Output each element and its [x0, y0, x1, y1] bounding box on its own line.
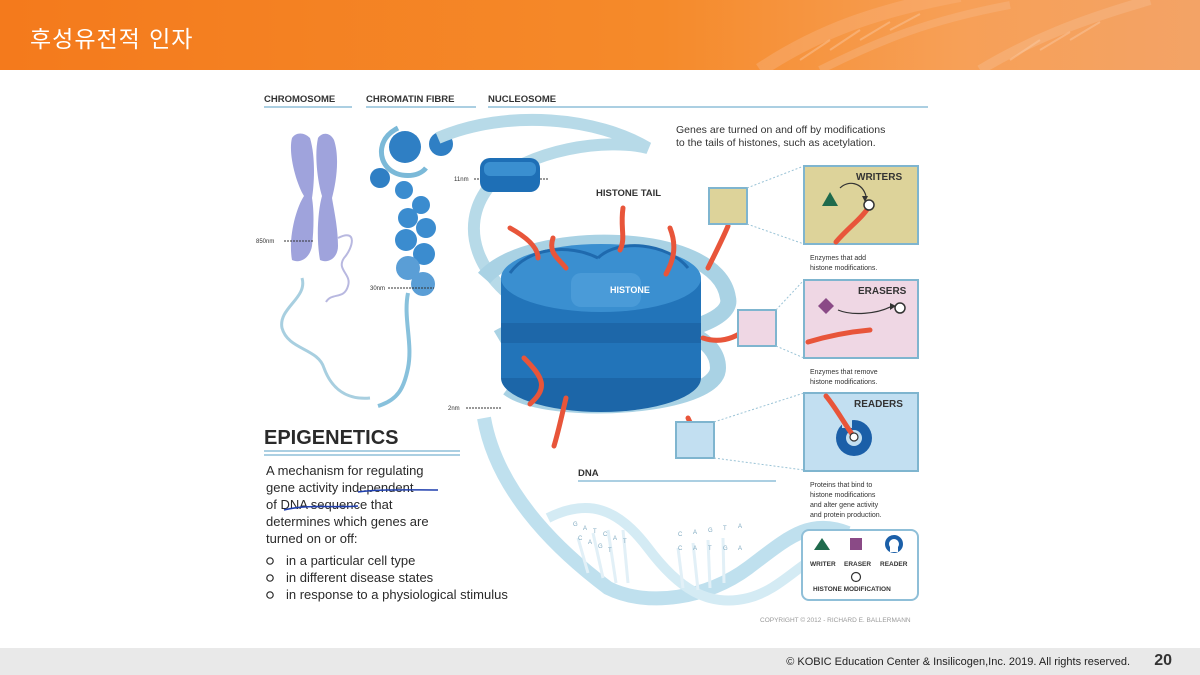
- readers-desc-4: and protein production.: [810, 512, 882, 519]
- scale-850nm: 850nm: [256, 239, 274, 245]
- modification-circle-icon: [863, 199, 875, 211]
- legend-box: WRITER ERASER READER HISTONE MODIFICATIO…: [801, 529, 919, 601]
- svg-text:C: C: [678, 546, 683, 552]
- intro-line-1: Genes are turned on and off by modificat…: [676, 124, 885, 136]
- legend-writer-icon: [814, 538, 830, 550]
- svg-text:G: G: [708, 528, 713, 534]
- eraser-callout-square: [737, 309, 777, 347]
- svg-text:A: A: [738, 524, 742, 530]
- legend-eraser-label: ERASER: [844, 561, 871, 568]
- bullet-icon: [266, 574, 274, 582]
- scale-2nm: 2nm: [448, 406, 460, 412]
- title-bar: 후성유전적 인자: [0, 0, 1200, 70]
- bullet-2: in different disease states: [286, 570, 434, 585]
- handwritten-underline: [357, 489, 439, 493]
- page-title: 후성유전적 인자: [30, 27, 194, 53]
- legend-reader-label: READER: [880, 561, 908, 568]
- legend-writer-label: WRITER: [810, 561, 836, 568]
- epigenetics-line-5: turned on or off:: [266, 531, 358, 546]
- bullet-1: in a particular cell type: [286, 553, 415, 568]
- svg-text:T: T: [593, 529, 597, 535]
- readers-desc-2: histone modifications: [810, 492, 876, 499]
- footer-bar: © KOBIC Education Center & Insilicogen,I…: [0, 648, 1200, 675]
- svg-text:C: C: [578, 536, 583, 542]
- footer-copyright: © KOBIC Education Center & Insilicogen,I…: [786, 656, 1130, 668]
- erasers-desc-1: Enzymes that remove: [810, 369, 878, 376]
- histone-label: HISTONE: [610, 285, 650, 295]
- epigenetics-line-2: gene activity independent: [266, 480, 414, 495]
- header-dna-decoration: [756, 0, 1152, 70]
- svg-text:A: A: [613, 536, 617, 542]
- readers-desc-1: Proteins that bind to: [810, 482, 872, 489]
- chromatin-fibre-illustration: [370, 125, 453, 408]
- erasers-desc-2: histone modifications.: [810, 379, 877, 386]
- dna-double-helix: [477, 416, 851, 606]
- svg-text:A: A: [693, 546, 697, 552]
- svg-text:C: C: [603, 532, 608, 538]
- nucleosome-label: NUCLEOSOME: [488, 94, 556, 105]
- readers-title: READERS: [854, 399, 903, 410]
- svg-text:T: T: [608, 548, 612, 554]
- bullet-icon: [266, 557, 274, 565]
- svg-text:T: T: [623, 539, 627, 545]
- histone-octamer: [501, 244, 701, 412]
- readers-panel: READERS: [803, 392, 919, 472]
- legend-modification-icon: [850, 571, 862, 583]
- svg-text:G: G: [598, 544, 603, 550]
- svg-text:C: C: [678, 532, 683, 538]
- scale-11nm: 11nm: [454, 177, 469, 183]
- legend-modification-label: HISTONE MODIFICATION: [813, 586, 891, 593]
- svg-text:A: A: [693, 530, 697, 536]
- erasers-title: ERASERS: [858, 286, 907, 297]
- svg-text:A: A: [583, 526, 587, 532]
- bullet-icon: [266, 591, 274, 599]
- nucleosome-small: [480, 158, 540, 192]
- writers-desc-2: histone modifications.: [810, 265, 877, 272]
- writers-desc-1: Enzymes that add: [810, 255, 866, 262]
- svg-text:A: A: [738, 546, 742, 552]
- legend-eraser-icon: [850, 538, 862, 550]
- chromatin-fibre-label: CHROMATIN FIBRE: [366, 94, 454, 105]
- reader-callout-square: [675, 421, 715, 459]
- erasers-panel: ERASERS: [803, 279, 919, 359]
- chromosome-illustration: [280, 133, 371, 400]
- svg-text:T: T: [723, 526, 727, 532]
- chromosome-label: CHROMOSOME: [264, 94, 335, 105]
- writers-title: WRITERS: [856, 172, 902, 183]
- page-number: 20: [1154, 652, 1172, 669]
- epigenetics-line-1: A mechanism for regulating: [266, 463, 424, 478]
- epigenetics-diagram: CHROMOSOME CHROMATIN FIBRE NUCLEOSOME Ge…: [248, 78, 954, 630]
- writer-callout-square: [708, 187, 748, 225]
- readers-desc-3: and alter gene activity: [810, 502, 879, 509]
- svg-text:G: G: [723, 546, 728, 552]
- handwritten-strike: [283, 505, 359, 511]
- writer-triangle-icon: [822, 192, 838, 206]
- intro-line-2: to the tails of histones, such as acetyl…: [676, 137, 876, 149]
- writers-panel: WRITERS: [803, 165, 919, 245]
- eraser-diamond-icon: [818, 298, 834, 314]
- histone-tail-label: HISTONE TAIL: [596, 188, 661, 199]
- dna-sequence-letters: G A T C A T C A G T C A G T A C A T G A: [573, 522, 742, 554]
- svg-text:T: T: [708, 546, 712, 552]
- svg-text:G: G: [573, 522, 578, 528]
- figure-copyright: COPYRIGHT © 2012 - RICHARD E. BALLERMANN: [760, 616, 911, 624]
- dna-label: DNA: [578, 468, 599, 479]
- scale-30nm: 30nm: [370, 286, 385, 292]
- svg-text:A: A: [588, 540, 592, 546]
- bullet-3: in response to a physiological stimulus: [286, 587, 508, 602]
- epigenetics-title: EPIGENETICS: [264, 427, 398, 449]
- epigenetics-line-4: determines which genes are: [266, 514, 429, 529]
